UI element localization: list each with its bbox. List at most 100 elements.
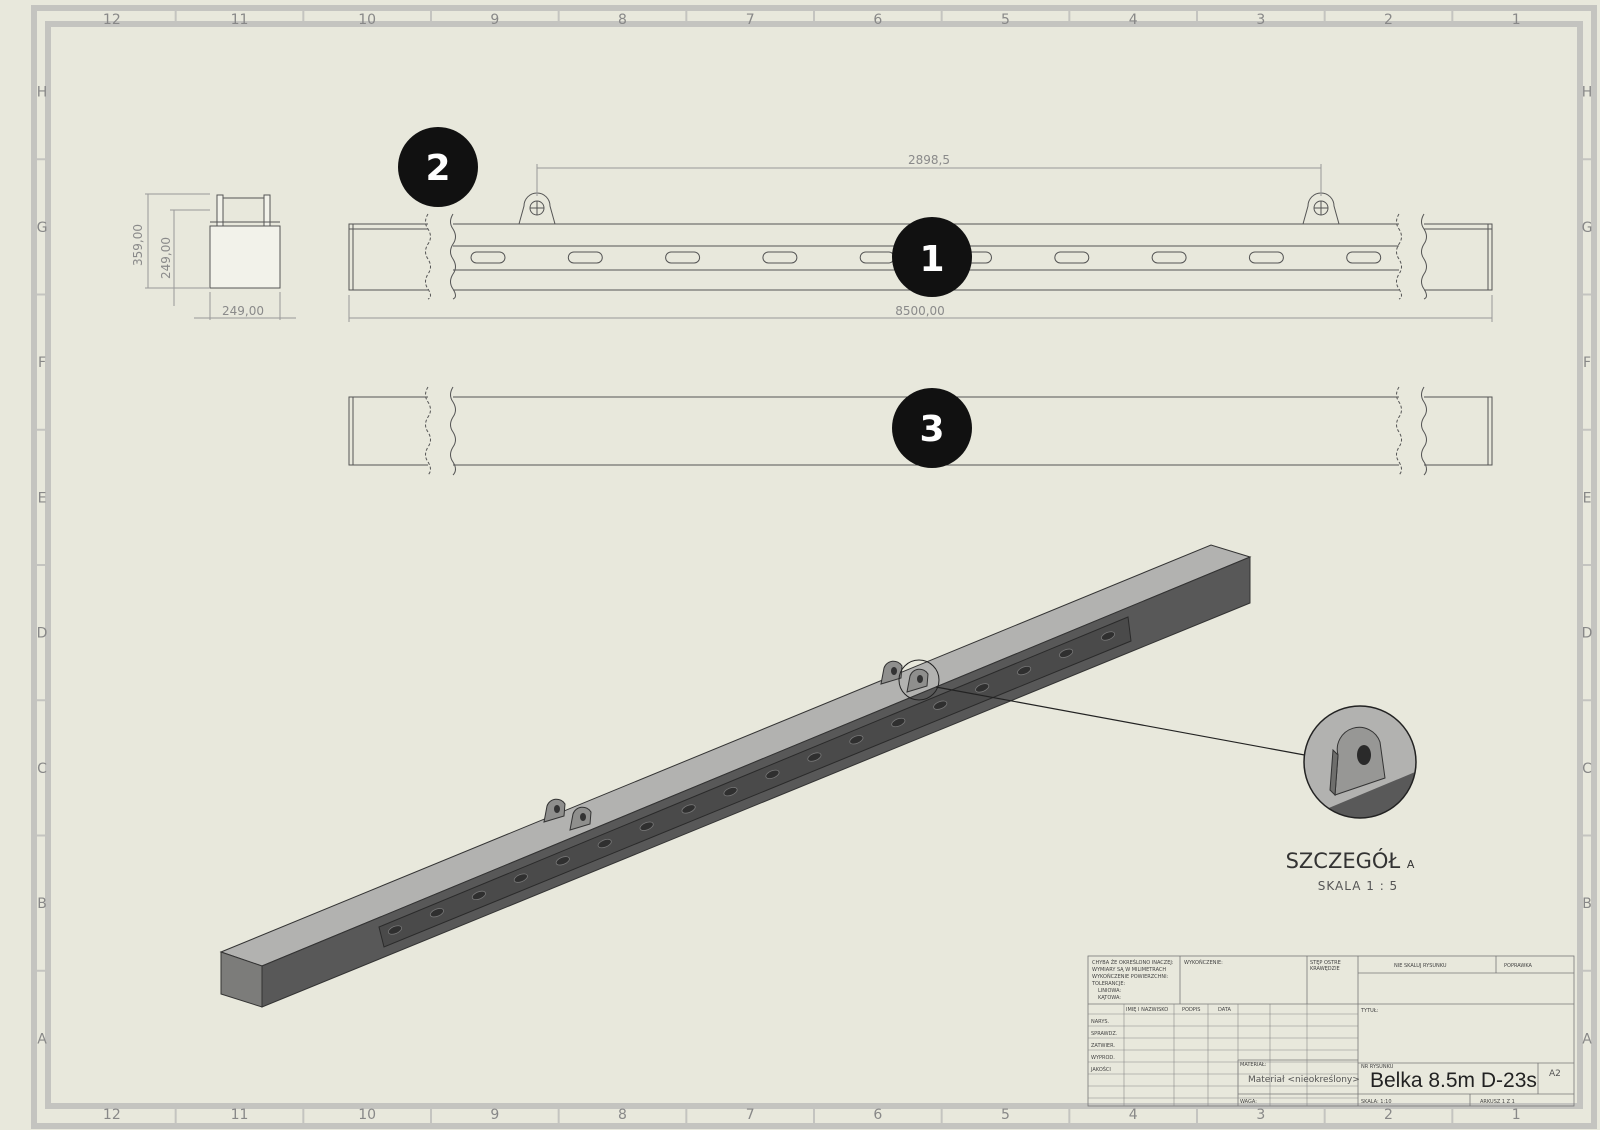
tb-poprawka: POPRAWKA <box>1504 963 1533 969</box>
detail-scale: SKALA 1 : 5 <box>1318 879 1398 893</box>
iso-slot <box>597 838 612 849</box>
zone-row-G-right: G <box>1582 220 1593 236</box>
front-slot <box>665 251 701 264</box>
tb-waga-label: WAGA: <box>1240 1099 1257 1105</box>
iso-slot <box>681 804 696 814</box>
front-slot <box>1248 251 1284 264</box>
zone-row-C-right: C <box>1582 761 1592 777</box>
tb-material-value: Materiał <nieokreślony> <box>1248 1074 1360 1085</box>
zone-row-E-left: E <box>38 490 47 506</box>
zone-col-12-top: 12 <box>103 12 121 28</box>
zone-row-A-right: A <box>1582 1031 1592 1047</box>
front-slot <box>1151 251 1187 264</box>
tb-arkusz-label: ARKUSZ 1 Z 1 <box>1480 1099 1515 1105</box>
zone-row-E-right: E <box>1583 490 1592 506</box>
drawing-title: Belka 8.5m D-23s <box>1370 1069 1537 1092</box>
tb-row-sprawdz: SPRAWDZ. <box>1091 1031 1118 1037</box>
zone-col-7-top: 7 <box>746 12 755 28</box>
front-slot <box>567 251 603 264</box>
zone-col-4-bottom: 4 <box>1129 1107 1138 1123</box>
zone-col-10-bottom: 10 <box>358 1107 376 1123</box>
slot-row <box>470 251 1382 264</box>
balloon-2[interactable]: 2 <box>398 127 478 207</box>
tb-krawedzie: STĘP OSTRE KRAWĘDZIE <box>1310 960 1342 972</box>
tb-material-label: MATERIAŁ: <box>1240 1062 1267 1068</box>
iso-slot <box>555 856 570 866</box>
balloon-1[interactable]: 1 <box>892 217 972 297</box>
iso-slot <box>471 890 486 901</box>
zone-col-8-bottom: 8 <box>618 1107 627 1123</box>
zone-col-2-top: 2 <box>1384 12 1393 28</box>
zone-col-3-top: 3 <box>1256 12 1265 28</box>
outer-frame <box>31 5 1597 1129</box>
front-slot <box>762 251 798 264</box>
zone-col-12-bottom: 12 <box>103 1107 121 1123</box>
iso-slot <box>723 787 738 797</box>
front-slot <box>1346 251 1382 264</box>
iso-slot <box>1017 665 1032 676</box>
tb-notes: CHYBA ŻE OKREŚLONO INACZEJ: WYMIARY SĄ W… <box>1091 959 1175 1001</box>
tb-tytul-label: TYTUŁ: <box>1360 1008 1379 1014</box>
tb-sheet-size: A2 <box>1549 1069 1561 1079</box>
dim-box-width: 249,00 <box>222 304 264 318</box>
zone-row-B-left: B <box>37 896 47 912</box>
zone-col-9-bottom: 9 <box>490 1107 499 1123</box>
iso-slot <box>891 717 906 728</box>
tb-col-sign: PODPIS <box>1182 1007 1200 1013</box>
iso-slot <box>1100 631 1116 641</box>
iso-slot <box>387 925 403 935</box>
zone-row-F-right: F <box>1583 355 1591 371</box>
zone-col-3-bottom: 3 <box>1256 1107 1265 1123</box>
tb-col-name: IMIĘ I NAZWISKO <box>1126 1007 1168 1013</box>
zone-row-G-left: G <box>37 220 48 236</box>
zone-col-8-top: 8 <box>618 12 627 28</box>
iso-slot <box>975 683 990 693</box>
balloon-3-label: 3 <box>919 409 944 450</box>
zone-row-A-left: A <box>37 1031 47 1047</box>
zone-col-6-top: 6 <box>873 12 882 28</box>
zone-row-B-right: B <box>1582 896 1592 912</box>
iso-slot <box>933 700 948 710</box>
dim-box-height: 249,00 <box>159 237 173 279</box>
zone-col-6-bottom: 6 <box>873 1107 882 1123</box>
detail-title: SZCZEGÓŁ A <box>1286 848 1415 873</box>
zone-row-D-left: D <box>37 626 48 642</box>
tb-row-narys: NARYS. <box>1091 1019 1110 1025</box>
zone-col-5-top: 5 <box>1001 12 1010 28</box>
title-block-grid <box>1088 1004 1358 1106</box>
iso-slot <box>429 908 444 918</box>
tb-wykonczenie: WYKOŃCZENIE: <box>1184 959 1223 966</box>
iso-slot <box>765 769 780 779</box>
zone-col-11-bottom: 11 <box>231 1107 249 1123</box>
zone-col-4-top: 4 <box>1129 12 1138 28</box>
tb-col-date: DATA <box>1218 1007 1231 1013</box>
balloon-1-label: 1 <box>919 239 944 280</box>
dim-lug-spacing: 2898,5 <box>908 153 950 167</box>
tb-skala-label: SKALA: 1:10 <box>1361 1099 1392 1105</box>
zone-col-1-top: 1 <box>1512 12 1521 28</box>
tb-row-zatwier: ZATWIER. <box>1091 1043 1115 1049</box>
zone-col-7-bottom: 7 <box>746 1107 755 1123</box>
balloon-2-label: 2 <box>425 148 450 189</box>
tb-nie-skaluj: NIE SKALUJ RYSUNKU <box>1394 963 1447 969</box>
zone-col-11-top: 11 <box>231 12 249 28</box>
zone-row-C-left: C <box>37 761 47 777</box>
iso-slot <box>513 873 528 883</box>
dim-total-height: 359,00 <box>131 224 145 266</box>
zone-col-9-top: 9 <box>490 12 499 28</box>
zone-row-F-left: F <box>38 355 46 371</box>
side-view <box>145 193 296 320</box>
zone-col-10-top: 10 <box>358 12 376 28</box>
iso-lug <box>543 660 929 831</box>
zone-row-D-right: D <box>1582 626 1593 642</box>
zone-row-H-left: H <box>37 85 48 101</box>
front-slot <box>1054 251 1090 264</box>
zone-col-5-bottom: 5 <box>1001 1107 1010 1123</box>
iso-slot <box>849 735 864 745</box>
balloon-3[interactable]: 3 <box>892 388 972 468</box>
dim-length: 8500,00 <box>895 304 945 318</box>
zone-row-H-right: H <box>1582 85 1593 101</box>
zone-col-2-bottom: 2 <box>1384 1107 1393 1123</box>
zone-col-1-bottom: 1 <box>1512 1107 1521 1123</box>
